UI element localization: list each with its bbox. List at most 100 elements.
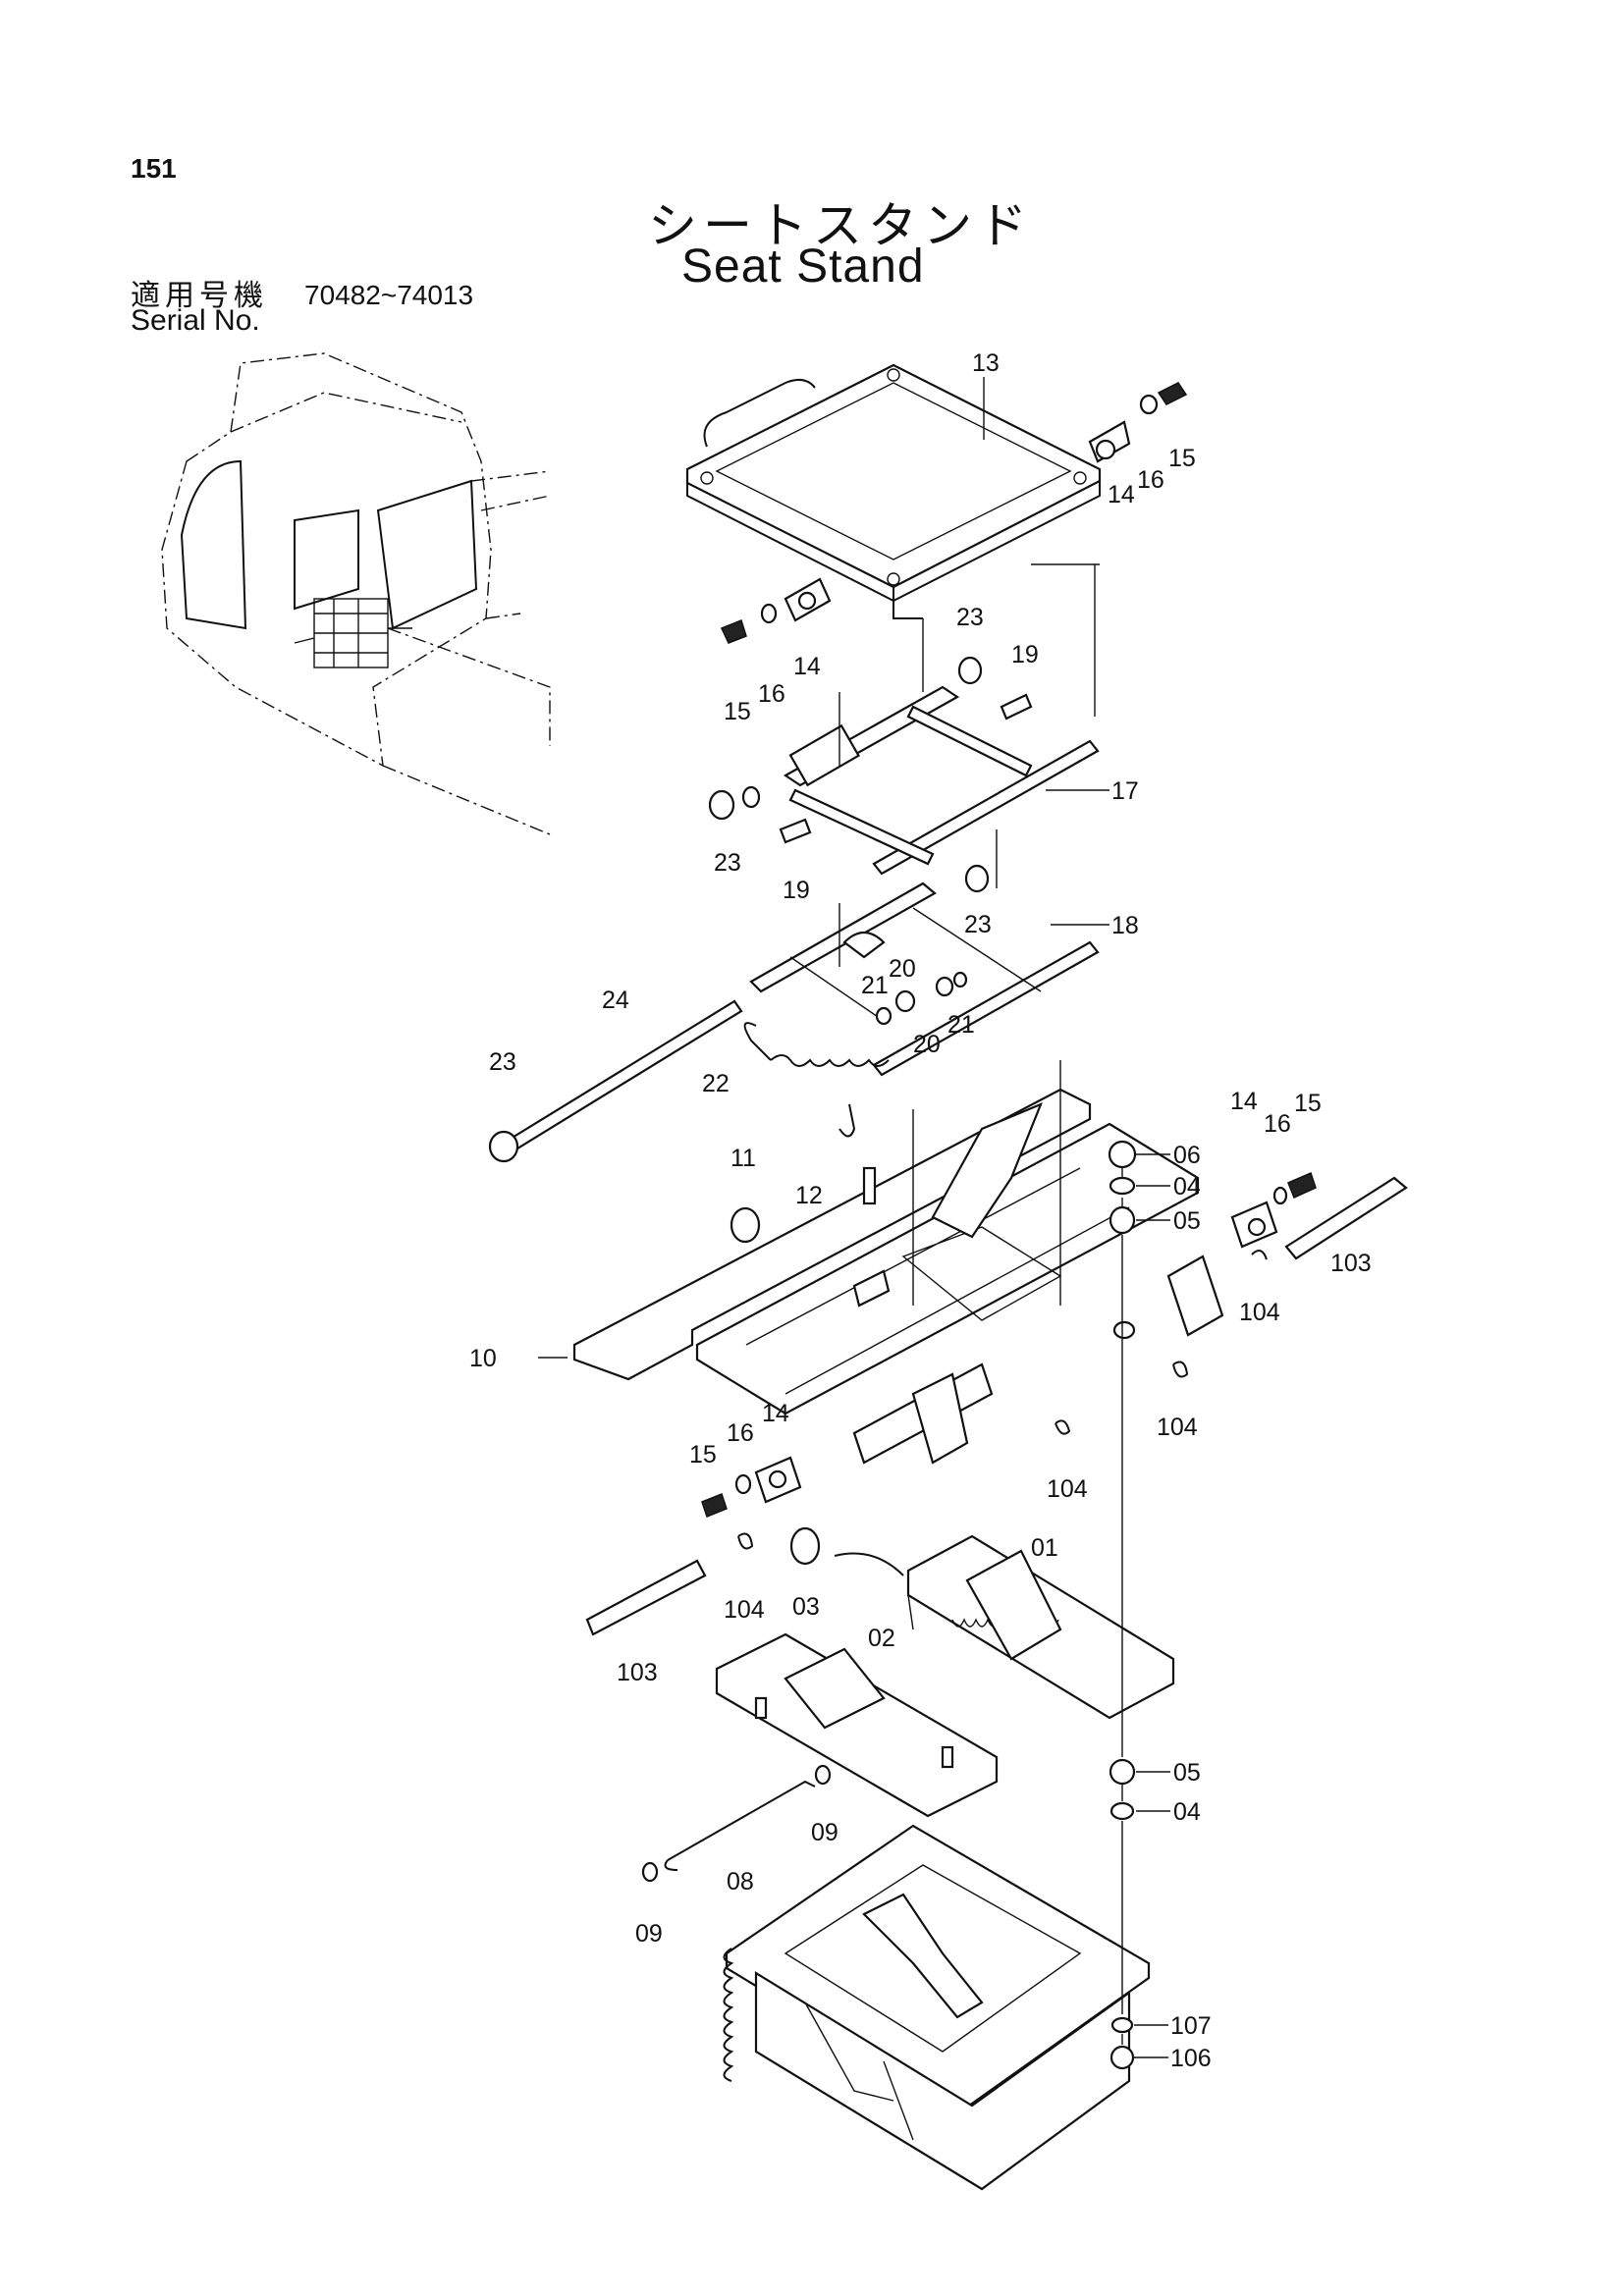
- callout-103: 103: [1330, 1250, 1372, 1277]
- callout-09: 09: [635, 1920, 663, 1948]
- bolt-15-left: [701, 1493, 728, 1518]
- bolt-15-upper-right: [1157, 382, 1188, 405]
- bolt-15-upper-left: [720, 619, 747, 644]
- callout-23: 23: [489, 1048, 516, 1076]
- callout-15: 15: [1294, 1090, 1322, 1117]
- bracket-14-left: [754, 1456, 802, 1504]
- clip-09-b: [641, 1861, 659, 1883]
- page-title: Seat Stand: [681, 240, 925, 293]
- callout-106: 106: [1170, 2045, 1212, 2072]
- callout-04: 04: [1173, 1173, 1201, 1201]
- bushing-23-d: [488, 1130, 519, 1163]
- scissor-link-17: [741, 685, 1100, 876]
- callout-15: 15: [724, 698, 751, 725]
- callout-104: 104: [1047, 1475, 1088, 1503]
- callout-14: 14: [762, 1400, 789, 1427]
- callout-18: 18: [1111, 912, 1139, 939]
- callout-08: 08: [727, 1868, 754, 1896]
- pin-103-left: [585, 1559, 707, 1636]
- pin-19-b: [779, 818, 812, 844]
- washer-04-lower: [1109, 1801, 1135, 1821]
- serial-label-japanese: 適用号機: [131, 279, 268, 313]
- clip-104-c: [1055, 1419, 1071, 1435]
- washer-16-upper-right: [1139, 394, 1159, 415]
- page-number: 151: [131, 153, 177, 184]
- pin-19-a: [1000, 693, 1033, 721]
- spring-22: [743, 1022, 890, 1138]
- callout-22: 22: [702, 1070, 730, 1097]
- washer-04-upper: [1109, 1176, 1136, 1196]
- callout-12: 12: [795, 1182, 823, 1209]
- rail-01: [834, 1534, 1175, 1720]
- callout-06: 06: [1173, 1142, 1201, 1169]
- serial-label: Serial No.: [131, 304, 260, 337]
- spacer-05-lower: [1109, 1758, 1136, 1786]
- callout-104: 104: [1239, 1299, 1280, 1326]
- callout-16: 16: [1137, 466, 1164, 494]
- callout-20: 20: [913, 1031, 941, 1058]
- washer-16-left: [734, 1473, 752, 1495]
- callout-104: 104: [1157, 1414, 1198, 1441]
- callout-21: 21: [947, 1011, 975, 1039]
- callout-numbers: 13 14 16 15 23 19 15 16 14 17 23 19 23 1…: [469, 349, 1372, 2072]
- callout-05: 05: [1173, 1207, 1201, 1235]
- bracket-14-right: [1230, 1201, 1278, 1249]
- pin-103-right: [1284, 1176, 1408, 1260]
- callout-02: 02: [868, 1625, 895, 1652]
- o-ring-11: [730, 1206, 761, 1244]
- callout-19: 19: [783, 877, 810, 904]
- callout-23: 23: [964, 911, 992, 938]
- nut-20-a: [894, 989, 916, 1013]
- spacer-05-upper: [1109, 1205, 1136, 1235]
- callout-11: 11: [730, 1145, 756, 1172]
- callout-103: 103: [617, 1659, 658, 1686]
- callout-03: 03: [792, 1593, 820, 1621]
- callout-19: 19: [1011, 641, 1039, 668]
- bushing-23-b: [708, 789, 735, 821]
- clip-104-b: [1172, 1361, 1189, 1378]
- bolt-15-right: [1287, 1171, 1317, 1200]
- page-title-japanese: シートスタンド: [648, 197, 1033, 254]
- callout-17: 17: [1111, 777, 1139, 805]
- base-frame-10: [572, 1088, 1224, 1465]
- washer-16-right: [1272, 1186, 1288, 1205]
- washer-21-a: [875, 1006, 893, 1026]
- callout-104: 104: [724, 1596, 765, 1624]
- callout-21: 21: [861, 972, 889, 999]
- callout-01: 01: [1031, 1534, 1058, 1562]
- washer-16-upper-left: [760, 603, 778, 624]
- callout-15: 15: [1168, 445, 1196, 472]
- callout-14: 14: [793, 653, 821, 680]
- suspension-base: [723, 1824, 1151, 2191]
- callout-23: 23: [714, 849, 741, 877]
- callout-16: 16: [758, 680, 785, 708]
- washer-21-b: [952, 971, 968, 988]
- bushing-23-a: [957, 656, 983, 685]
- washer-107: [1110, 2016, 1134, 2034]
- pin-12-installed: [852, 1269, 891, 1308]
- callout-16: 16: [727, 1419, 754, 1447]
- callout-24: 24: [602, 987, 629, 1014]
- callout-23: 23: [956, 604, 984, 631]
- cab-seat-detail-icon: [294, 598, 412, 668]
- callout-16: 16: [1264, 1110, 1291, 1138]
- callout-107: 107: [1170, 2012, 1212, 2040]
- callout-15: 15: [689, 1441, 717, 1468]
- callout-04: 04: [1173, 1798, 1201, 1826]
- knob-03: [789, 1526, 821, 1566]
- bracket-14-upper-right: [1088, 420, 1131, 463]
- rod-08: [664, 1780, 816, 1871]
- rail-02: [715, 1632, 999, 1818]
- callout-13: 13: [972, 349, 1000, 377]
- nut-20-b: [935, 976, 954, 997]
- clip-09-a: [814, 1764, 832, 1786]
- scissor-link-18: [749, 881, 1100, 1077]
- bracket-14-upper-left: [784, 577, 832, 622]
- callout-09: 09: [811, 1819, 839, 1846]
- nut-06: [1108, 1140, 1137, 1169]
- bushing-23-c: [964, 864, 990, 893]
- assembly-lines: [839, 563, 1123, 2045]
- callout-10: 10: [469, 1345, 497, 1372]
